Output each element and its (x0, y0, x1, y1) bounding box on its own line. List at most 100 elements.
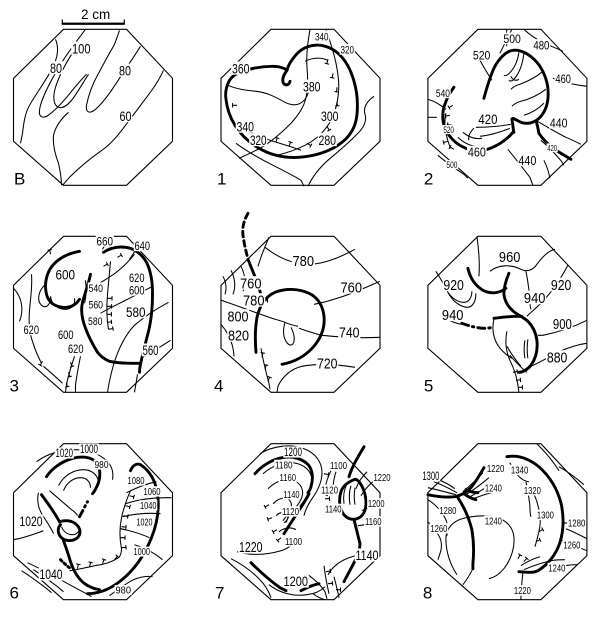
svg-text:540: 540 (89, 283, 104, 295)
svg-text:1140: 1140 (356, 547, 379, 563)
svg-text:1220: 1220 (374, 472, 391, 484)
svg-text:620: 620 (129, 271, 145, 285)
svg-text:620: 620 (24, 325, 40, 337)
svg-text:720: 720 (317, 356, 338, 372)
svg-text:760: 760 (341, 280, 363, 296)
svg-text:580: 580 (126, 304, 146, 320)
svg-text:1020: 1020 (20, 513, 43, 529)
svg-text:1140: 1140 (284, 489, 300, 501)
svg-text:1260: 1260 (430, 523, 447, 535)
svg-text:1220: 1220 (239, 540, 263, 556)
svg-text:460: 460 (555, 72, 571, 86)
svg-text:880: 880 (547, 350, 568, 366)
svg-text:1240: 1240 (548, 563, 565, 575)
svg-text:560: 560 (143, 343, 159, 358)
svg-text:80: 80 (50, 60, 62, 76)
svg-text:80: 80 (119, 62, 131, 78)
svg-text:540: 540 (436, 88, 450, 100)
svg-text:380: 380 (303, 78, 321, 94)
svg-text:1020: 1020 (137, 517, 153, 529)
svg-text:1140: 1140 (325, 504, 342, 516)
svg-text:1000: 1000 (80, 444, 98, 456)
svg-text:7: 7 (215, 584, 224, 603)
svg-text:1300: 1300 (537, 510, 554, 522)
svg-text:440: 440 (550, 116, 568, 130)
svg-text:2: 2 (424, 169, 433, 188)
svg-text:980: 980 (95, 460, 109, 471)
svg-text:2 cm: 2 cm (81, 7, 110, 22)
svg-text:1100: 1100 (330, 460, 347, 472)
svg-text:1180: 1180 (275, 460, 293, 472)
svg-text:1280: 1280 (568, 518, 586, 530)
svg-text:580: 580 (88, 316, 103, 328)
svg-text:5: 5 (424, 376, 433, 395)
svg-text:4: 4 (214, 376, 223, 395)
svg-text:320: 320 (250, 132, 267, 148)
svg-text:1220: 1220 (487, 463, 505, 475)
svg-text:980: 980 (116, 586, 132, 597)
svg-text:320: 320 (341, 44, 355, 56)
svg-text:440: 440 (518, 154, 536, 168)
svg-text:1060: 1060 (144, 486, 161, 498)
svg-text:520: 520 (443, 125, 454, 135)
svg-text:1260: 1260 (563, 540, 580, 552)
svg-text:1160: 1160 (365, 516, 382, 528)
svg-text:340: 340 (315, 31, 329, 43)
svg-text:360: 360 (232, 60, 250, 76)
svg-text:760: 760 (240, 276, 262, 292)
svg-text:780: 780 (243, 293, 265, 309)
svg-text:920: 920 (443, 278, 464, 294)
svg-text:1040: 1040 (140, 500, 157, 512)
svg-text:420: 420 (478, 112, 497, 127)
svg-text:1000: 1000 (134, 547, 151, 558)
svg-text:1120: 1120 (321, 485, 338, 497)
svg-text:480: 480 (533, 38, 549, 52)
svg-text:960: 960 (499, 250, 521, 266)
svg-text:1120: 1120 (282, 506, 299, 518)
svg-text:3: 3 (10, 376, 19, 395)
svg-text:780: 780 (293, 254, 315, 270)
svg-text:300: 300 (321, 108, 339, 124)
svg-text:1200: 1200 (284, 447, 302, 459)
svg-text:800: 800 (228, 309, 249, 325)
svg-text:600: 600 (58, 330, 74, 342)
svg-text:60: 60 (120, 108, 132, 124)
svg-text:1200: 1200 (284, 573, 309, 589)
svg-text:340: 340 (237, 118, 255, 134)
svg-text:520: 520 (473, 48, 491, 62)
svg-text:1: 1 (217, 169, 226, 188)
svg-text:1040: 1040 (40, 567, 63, 582)
svg-text:660: 660 (97, 234, 114, 248)
svg-text:1080: 1080 (128, 475, 145, 487)
svg-text:1300: 1300 (422, 471, 439, 483)
svg-text:280: 280 (319, 132, 337, 148)
svg-text:1220: 1220 (514, 585, 531, 597)
svg-text:940: 940 (442, 308, 464, 324)
svg-text:1320: 1320 (524, 485, 541, 497)
svg-text:1340: 1340 (511, 465, 529, 477)
svg-text:1240: 1240 (485, 483, 502, 495)
svg-text:620: 620 (68, 344, 84, 356)
svg-text:900: 900 (553, 317, 572, 333)
svg-text:820: 820 (228, 328, 249, 344)
svg-text:600: 600 (129, 283, 145, 297)
svg-text:500: 500 (503, 32, 521, 46)
svg-text:6: 6 (10, 584, 19, 603)
svg-text:500: 500 (446, 160, 457, 170)
svg-text:1240: 1240 (485, 516, 502, 528)
svg-text:1020: 1020 (56, 448, 74, 460)
svg-text:8: 8 (423, 584, 432, 603)
svg-text:740: 740 (339, 325, 360, 341)
svg-text:600: 600 (56, 266, 76, 282)
svg-text:940: 940 (524, 291, 546, 307)
svg-text:640: 640 (135, 239, 151, 253)
svg-text:1200: 1200 (368, 498, 385, 510)
svg-text:100: 100 (72, 40, 91, 56)
svg-text:1160: 1160 (280, 472, 297, 484)
svg-text:560: 560 (89, 299, 104, 311)
svg-text:920: 920 (551, 278, 572, 294)
svg-text:420: 420 (547, 143, 557, 153)
svg-text:1280: 1280 (439, 505, 456, 517)
svg-text:B: B (14, 169, 25, 188)
svg-text:460: 460 (468, 145, 486, 159)
